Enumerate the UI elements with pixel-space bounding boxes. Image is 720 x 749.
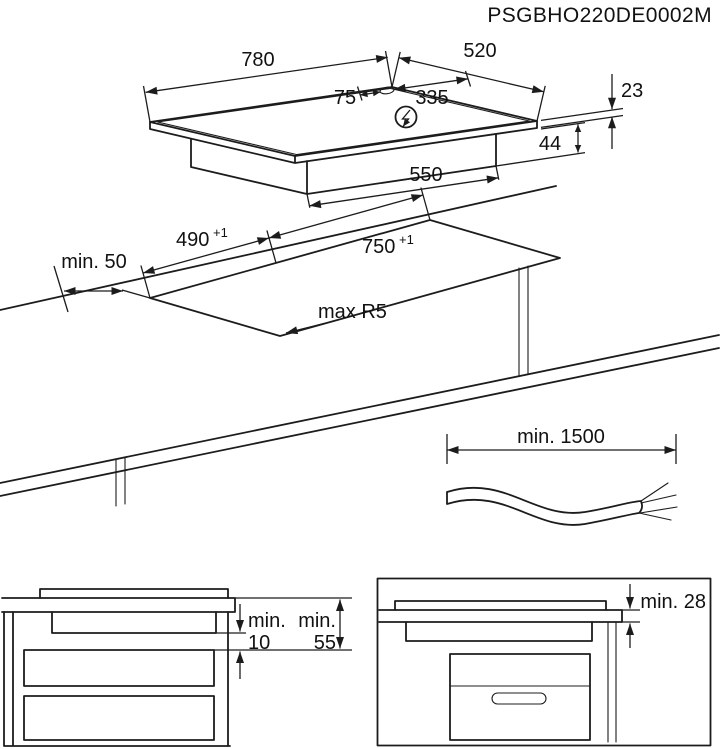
mains-cable-view: min. 1500 — [446, 426, 678, 526]
dim-min50-extensions — [53, 265, 151, 313]
dim-780-label: 780 — [241, 49, 274, 71]
power-bolt-icon — [401, 109, 411, 127]
dim-490-line — [142, 237, 270, 274]
worktop-front-edge-top — [0, 334, 720, 484]
hob-glass-section-left — [39, 588, 229, 599]
dim-550-label: 550 — [409, 164, 442, 186]
panel-frame — [376, 577, 712, 747]
drawing-code: PSGBHO220DE0002M — [487, 4, 712, 27]
hob-glass-side — [149, 120, 538, 164]
hob-body-section-left — [51, 611, 217, 634]
corner-radius-label: max R5 — [318, 301, 387, 323]
dim-335-label: 335 — [415, 87, 448, 109]
dim-min50-label: min. 50 — [61, 251, 127, 273]
dim-780-line — [145, 54, 388, 95]
dim-520-label: 520 — [463, 40, 496, 62]
oven-box — [449, 653, 591, 741]
power-cable — [446, 486, 643, 526]
corner-radius-leader — [285, 322, 327, 335]
dim-min55-label-value: 55 — [314, 632, 336, 654]
dim-44-extensions — [495, 121, 586, 167]
dim-490-tolerance: +1 — [213, 225, 228, 240]
dim-335-extension — [464, 70, 472, 87]
oven-clearance-panel: min. 28 — [376, 577, 712, 747]
dim-75-line — [359, 89, 381, 98]
worktop-leg-lines — [115, 456, 126, 507]
cabinet-frame-left — [3, 611, 231, 747]
dim-cutout-extensions — [140, 187, 431, 299]
hob-glass-inner-edge — [157, 87, 530, 156]
drawer-clearance-panel: min. 10 min. 55 — [1, 588, 352, 747]
hob-isometric-view: 780 520 75 335 23 44 550 — [142, 40, 643, 209]
oven-handle — [491, 692, 547, 705]
dim-min10-label-value: 10 — [248, 632, 270, 654]
worktop-front-edge-bottom — [0, 347, 720, 497]
dim-75-label: 75 — [334, 87, 356, 109]
dim-550-line — [309, 175, 499, 209]
cabinet-side-right — [607, 621, 617, 743]
dim-min10-extensions — [214, 632, 352, 651]
drawer-top — [23, 649, 215, 687]
worktop-section-right — [378, 609, 623, 623]
dim-750-label: 750 — [362, 236, 395, 258]
cabinet-side-lines — [518, 265, 529, 377]
drawer-bottom — [23, 695, 215, 741]
dim-75-extension — [356, 86, 363, 101]
cable-wire-strands — [638, 482, 678, 521]
dim-520-line — [398, 56, 544, 94]
dim-750-tolerance: +1 — [399, 232, 414, 247]
dim-23-label: 23 — [621, 80, 643, 102]
hob-body-section-right — [405, 621, 593, 642]
cutout-opening — [149, 219, 561, 337]
dim-min10-label-min: min. — [248, 610, 286, 632]
worktop-section-left — [1, 597, 236, 613]
dim-750-line — [268, 194, 424, 239]
power-symbol-circle — [394, 105, 418, 129]
worktop-cutout-view: 490 +1 750 +1 min. 50 max R5 — [0, 185, 720, 507]
dim-335-line — [393, 76, 469, 92]
hob-glass-section-right — [394, 600, 607, 611]
dim-min28-extensions — [622, 609, 640, 623]
dim-min28-label: min. 28 — [640, 591, 706, 613]
dim-44-label: 44 — [539, 133, 561, 155]
dim-cable-label: min. 1500 — [517, 426, 605, 448]
dim-min55-label-min: min. — [298, 610, 336, 632]
dim-490-label: 490 — [176, 229, 209, 251]
dim-23-extensions — [540, 107, 624, 129]
